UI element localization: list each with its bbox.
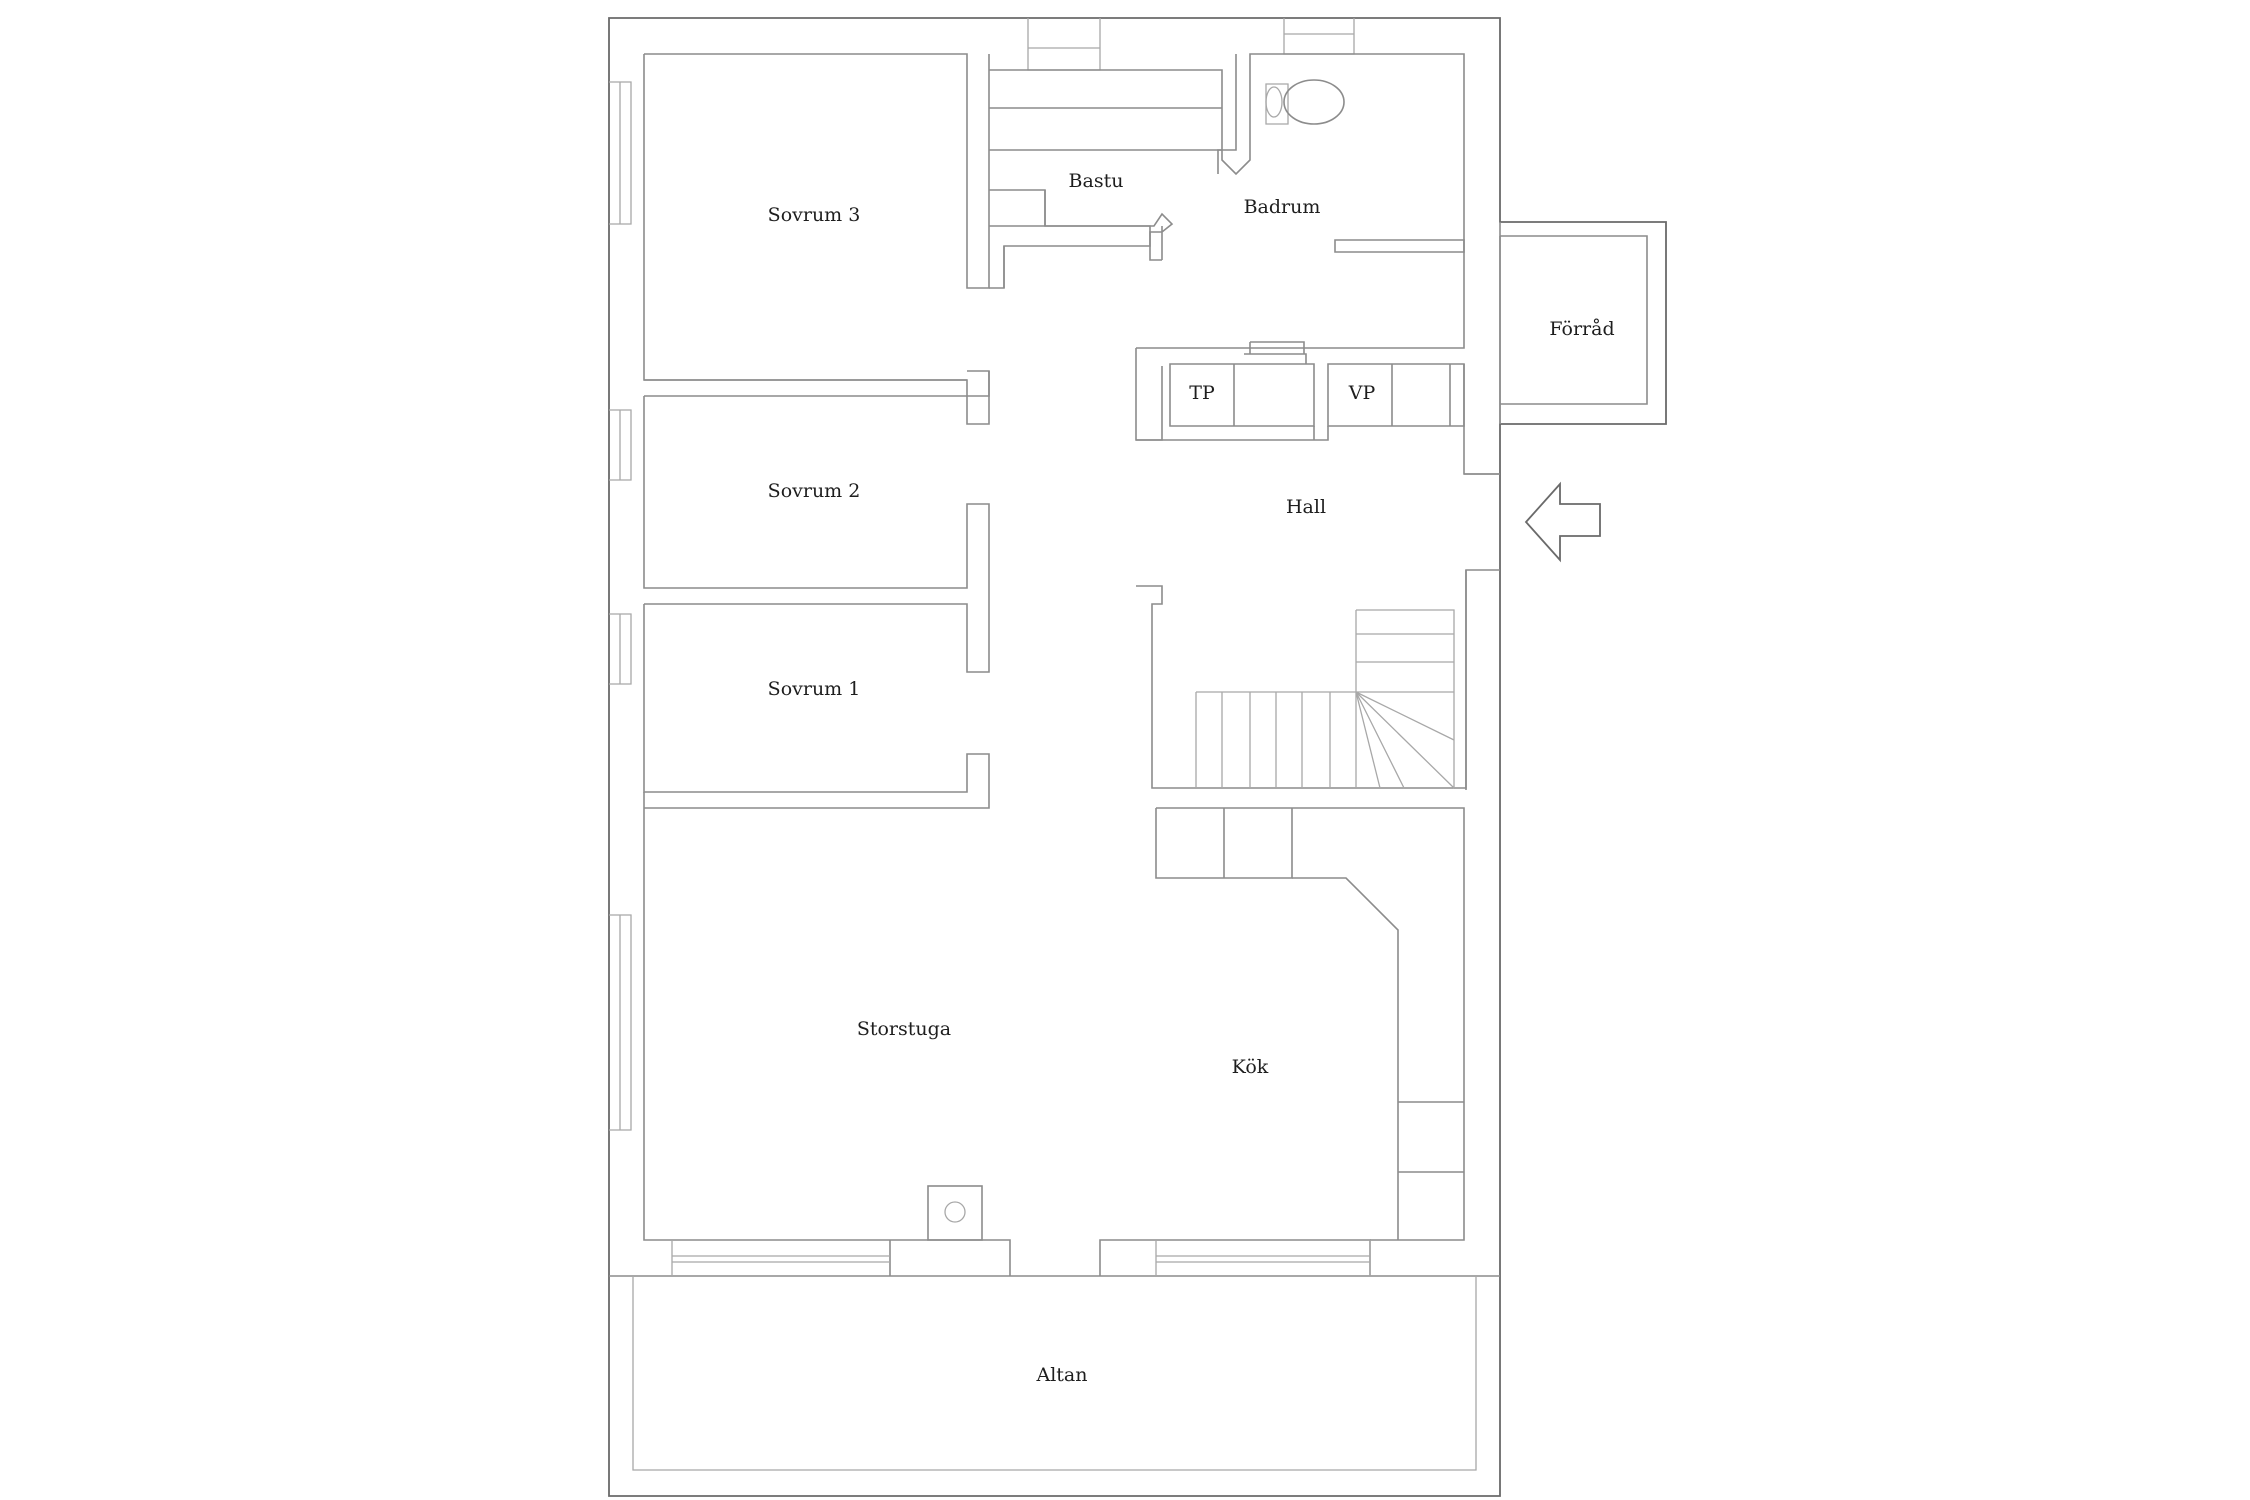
room-label-vp: VP	[1348, 382, 1376, 404]
room-label-storstuga: Storstuga	[857, 1018, 951, 1040]
bedroom-walls	[643, 53, 990, 809]
room-label-bastu: Bastu	[1069, 170, 1124, 192]
room-label-sovrum3: Sovrum 3	[768, 204, 861, 226]
room-label-kok: Kök	[1232, 1056, 1269, 1078]
room-label-altan: Altan	[1036, 1364, 1088, 1386]
hall-walls	[1463, 426, 1500, 790]
room-label-forrad: Förråd	[1549, 318, 1614, 340]
room-label-badrum: Badrum	[1244, 196, 1321, 218]
bath-sauna-walls	[989, 53, 1465, 441]
toilet-icon	[1265, 79, 1345, 125]
arrow-left-icon	[1524, 481, 1601, 563]
kitchen-walls	[643, 807, 1465, 1276]
room-labels: Sovrum 3 Sovrum 2 Sovrum 1 Bastu Badrum …	[768, 170, 1615, 1386]
room-label-tp: TP	[1189, 382, 1215, 404]
staircase-icon	[1136, 570, 1467, 789]
room-label-sovrum1: Sovrum 1	[768, 678, 861, 700]
room-label-sovrum2: Sovrum 2	[768, 480, 861, 502]
exterior-walls	[608, 17, 1667, 1497]
north-windows	[1027, 18, 1355, 71]
utility-units	[1136, 341, 1465, 441]
room-label-hall: Hall	[1286, 496, 1326, 518]
fireplace-icon	[927, 1185, 983, 1241]
west-windows	[609, 81, 632, 1131]
